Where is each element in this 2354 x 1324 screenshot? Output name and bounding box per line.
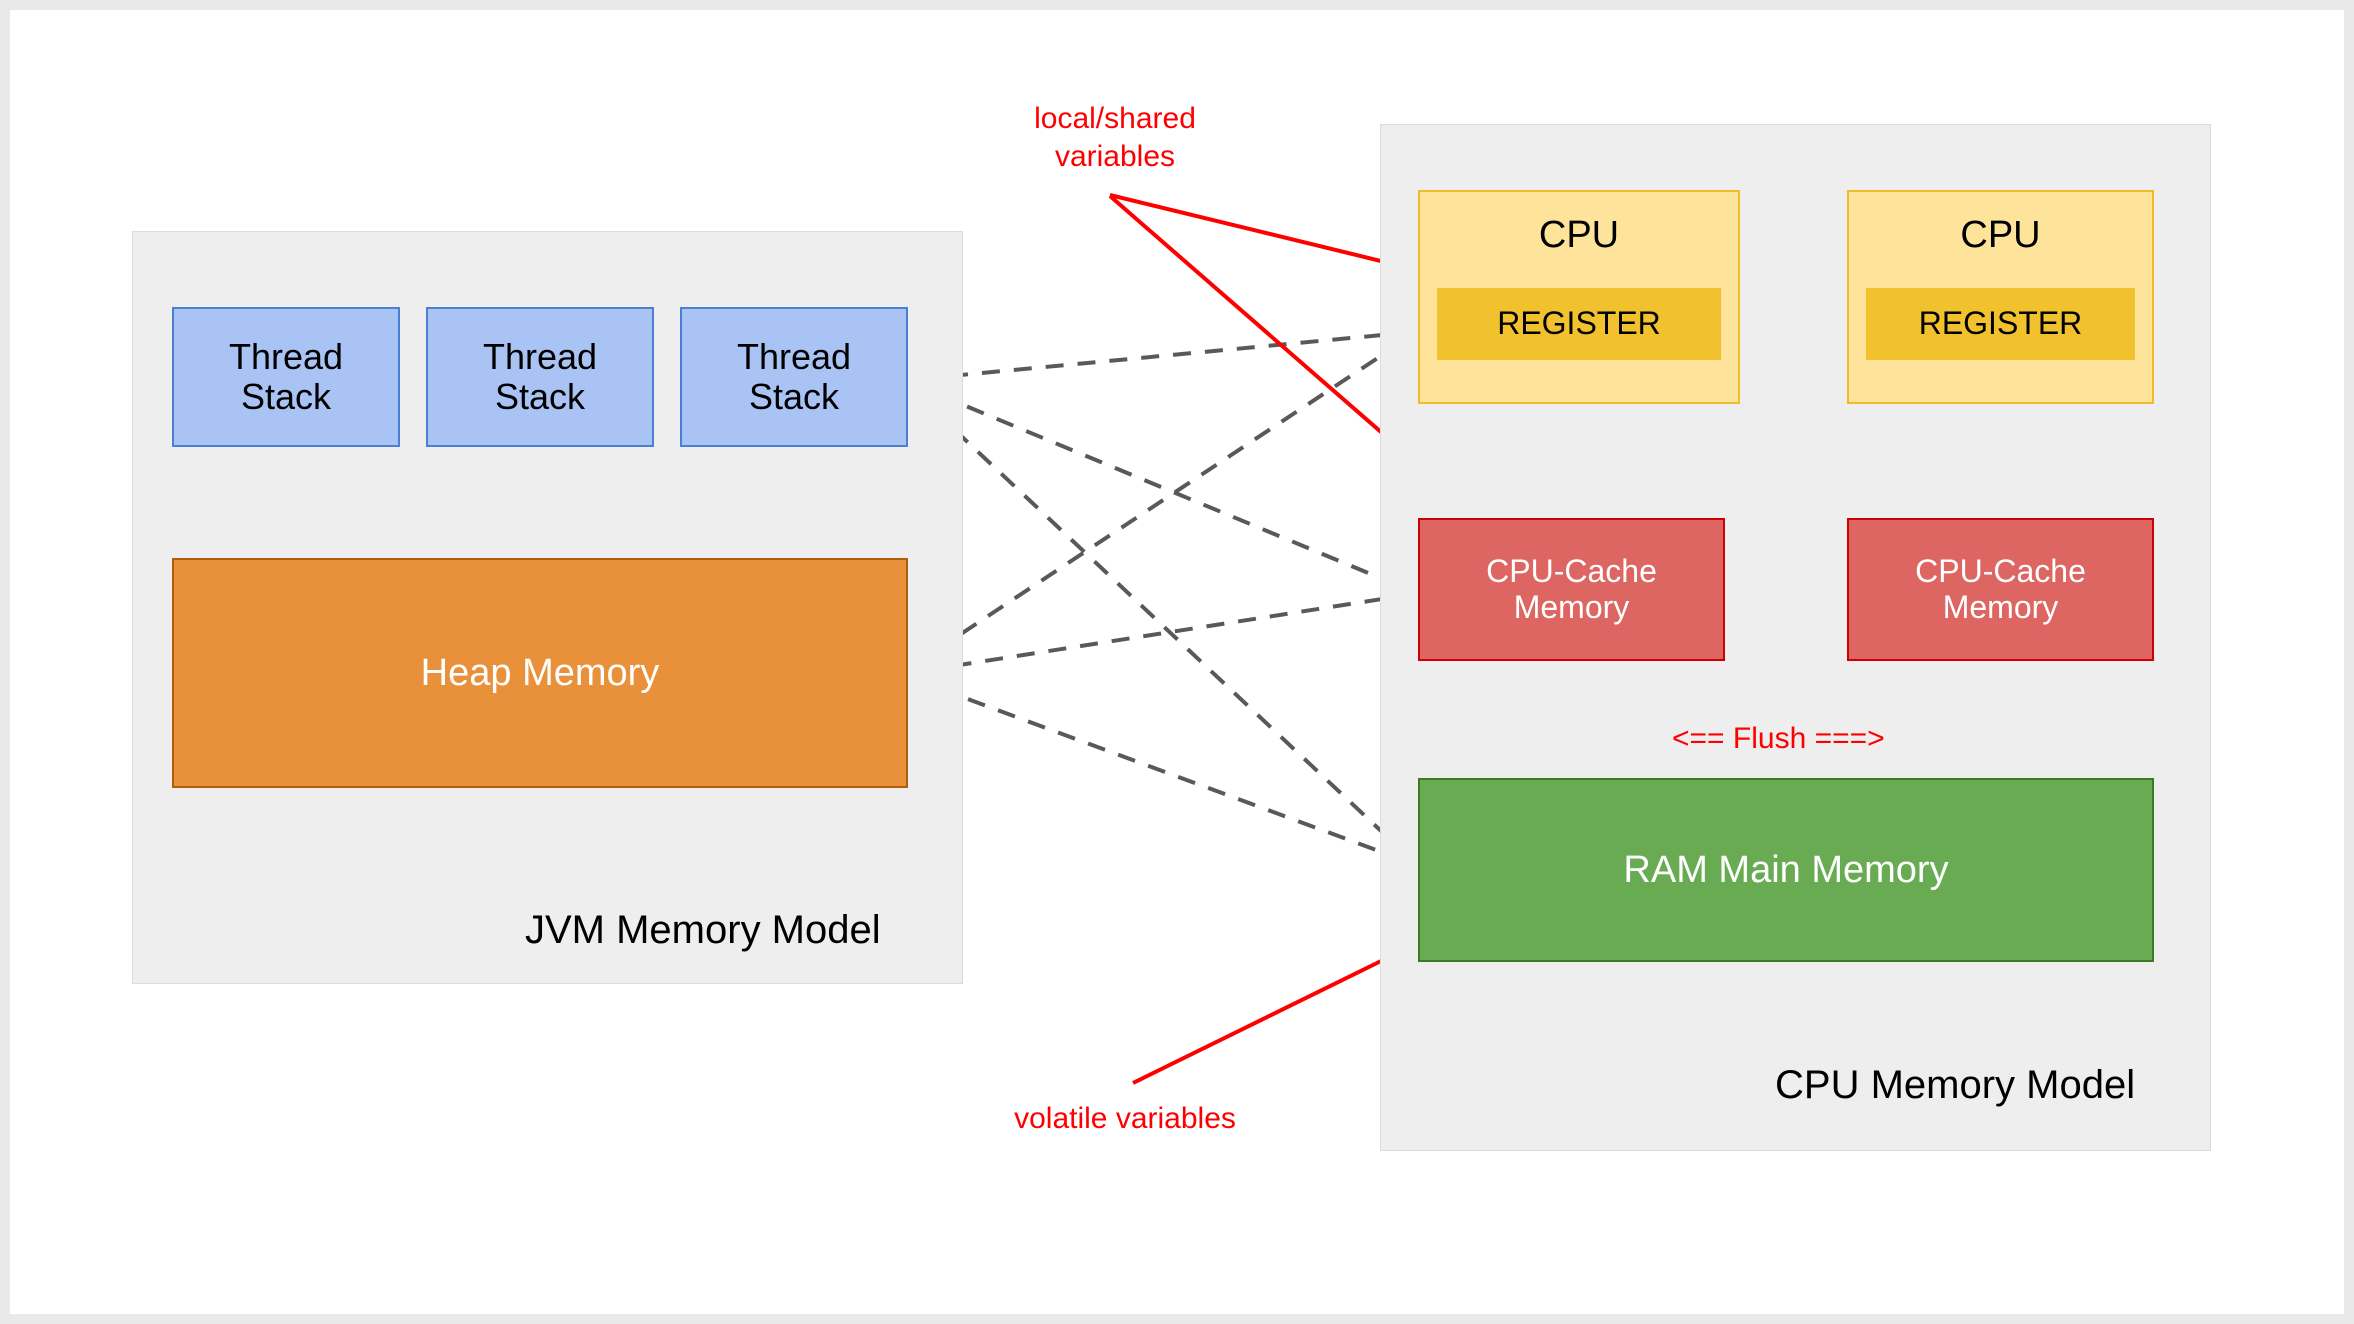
- link-heap-to-register: [906, 331, 1418, 671]
- link-heap-to-cache: [904, 592, 1415, 684]
- heap-memory-box[interactable]: Heap Memory: [172, 558, 908, 788]
- ram-main-memory-box[interactable]: RAM Main Memory: [1418, 778, 2154, 962]
- register-box-2[interactable]: REGISTER: [1866, 288, 2135, 360]
- link-thread-to-cache: [907, 380, 1418, 595]
- volatile-variables-annotation: volatile variables: [1014, 1102, 1236, 1135]
- link-thread-to-ram: [906, 384, 1417, 865]
- thread-stack-box-2[interactable]: Thread Stack: [426, 307, 654, 447]
- link-heap-to-ram: [907, 675, 1418, 869]
- cpu-panel-label: CPU Memory Model: [1775, 1063, 2136, 1107]
- cpu-cache-memory-box-1[interactable]: CPU-Cache Memory: [1418, 518, 1725, 661]
- cpu-cache-memory-box-2[interactable]: CPU-Cache Memory: [1847, 518, 2154, 661]
- flush-annotation: <== Flush ===>: [1672, 722, 1885, 755]
- thread-stack-box-3[interactable]: Thread Stack: [680, 307, 908, 447]
- register-box-1[interactable]: REGISTER: [1437, 288, 1721, 360]
- jvm-panel-label: JVM Memory Model: [525, 908, 881, 952]
- link-thread-to-register: [904, 330, 1415, 393]
- local-shared-variables-annotation: local/shared variables: [1034, 102, 1196, 173]
- thread-stack-box-1[interactable]: Thread Stack: [172, 307, 400, 447]
